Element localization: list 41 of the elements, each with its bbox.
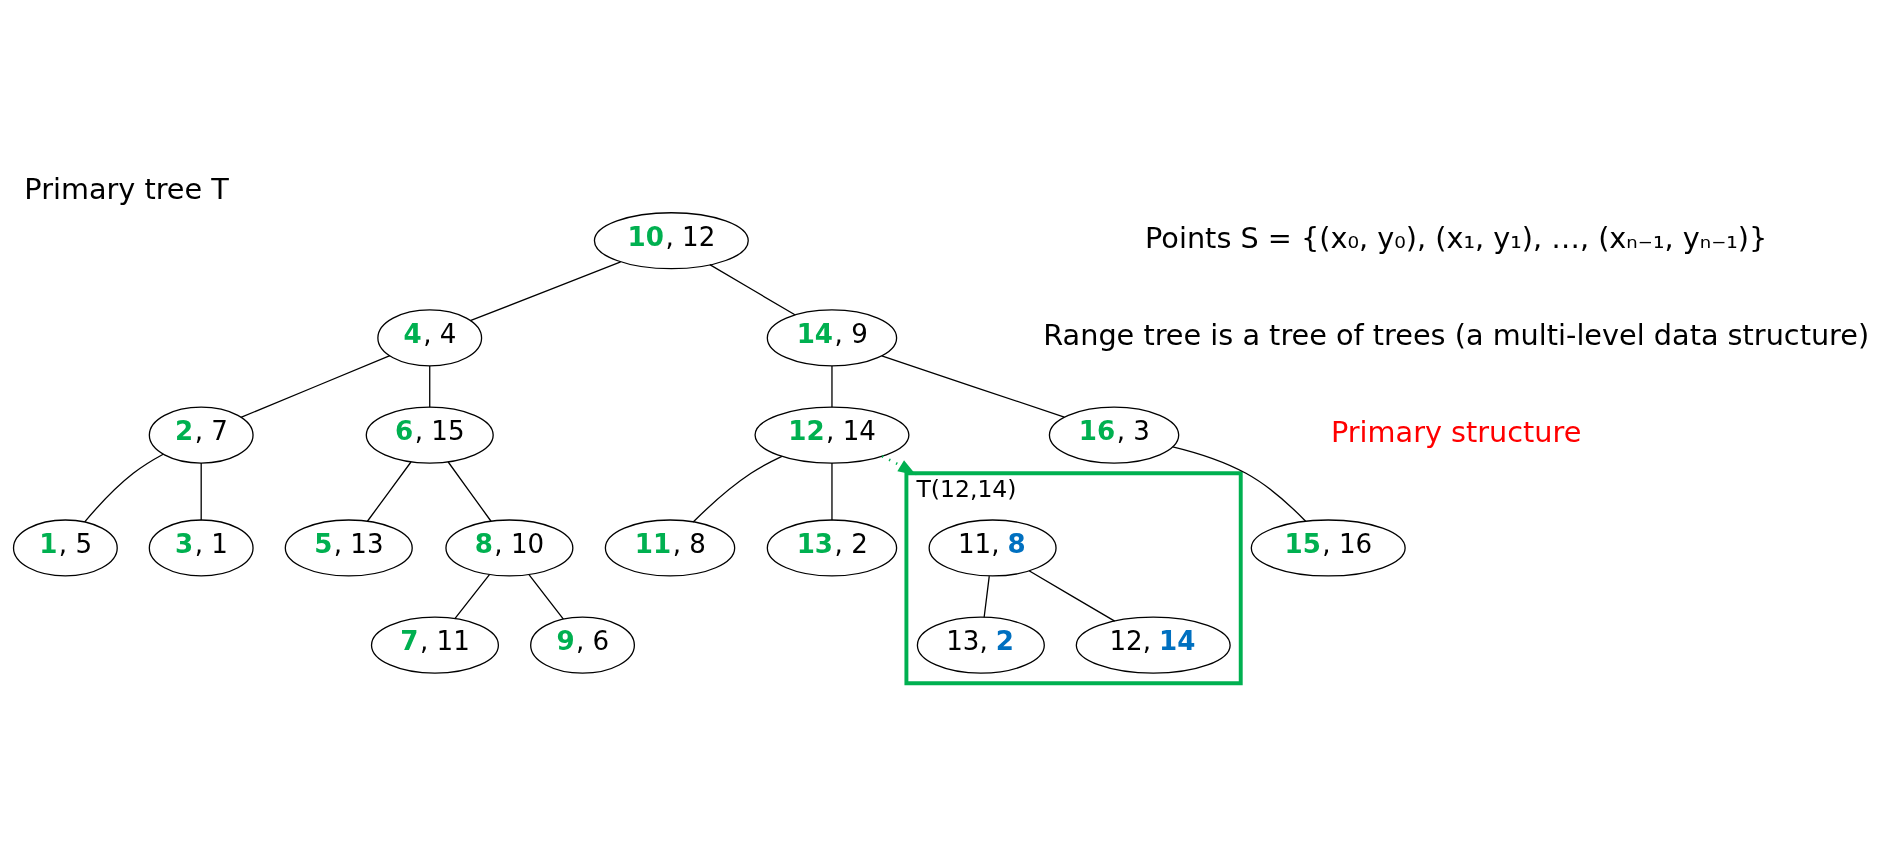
node-ellipse: 14, 9: [766, 309, 898, 367]
connector: [454, 573, 491, 620]
connector: [528, 573, 565, 620]
arrow: [881, 455, 917, 476]
connector: [831, 462, 833, 521]
connector: [366, 461, 412, 522]
node-ellipse: 10, 12: [593, 212, 749, 270]
node-ellipse: 8, 10: [445, 519, 574, 577]
connector: [881, 355, 1065, 418]
node-ellipse: 7, 11: [370, 616, 500, 674]
connector: [240, 355, 391, 418]
connector: [447, 461, 492, 522]
connector: [709, 264, 796, 316]
connector: [1172, 446, 1307, 522]
node-ellipse: 12, 14: [754, 406, 910, 464]
label: Points S = {(x₀, y₀), (x₁, y₁), …, (xₙ₋₁, yₙ₋₁)}: [1145, 221, 1768, 256]
diagram-title: Primary tree T: [24, 172, 229, 207]
node-ellipse: 4, 4: [377, 309, 483, 367]
node-ellipse: 6, 15: [365, 406, 494, 464]
node-ellipse: 16, 3: [1048, 406, 1180, 464]
connector: [1028, 570, 1116, 622]
connector: [831, 365, 833, 408]
connector: [469, 261, 622, 322]
node-ellipse: 11, 8: [928, 519, 1057, 577]
connector: [200, 462, 202, 521]
connector: [429, 365, 431, 408]
label: Range tree is a tree of trees (a multi-level data structure): [1043, 318, 1870, 353]
node-ellipse: 15, 16: [1250, 519, 1406, 577]
node-ellipse: 2, 7: [148, 406, 254, 464]
node-ellipse: 13, 2: [916, 616, 1045, 674]
node-ellipse: 11, 8: [604, 519, 736, 577]
connector: [983, 575, 990, 618]
node-ellipse: 3, 1: [148, 519, 254, 577]
node-ellipse: 1, 5: [12, 519, 118, 577]
connector: [84, 453, 164, 523]
label: Primary structure: [1331, 415, 1582, 450]
node-ellipse: 12, 14: [1075, 616, 1231, 674]
node-ellipse: 13, 2: [766, 519, 898, 577]
connector: [692, 455, 783, 523]
node-ellipse: 5, 13: [284, 519, 413, 577]
node-ellipse: 9, 6: [530, 616, 636, 674]
